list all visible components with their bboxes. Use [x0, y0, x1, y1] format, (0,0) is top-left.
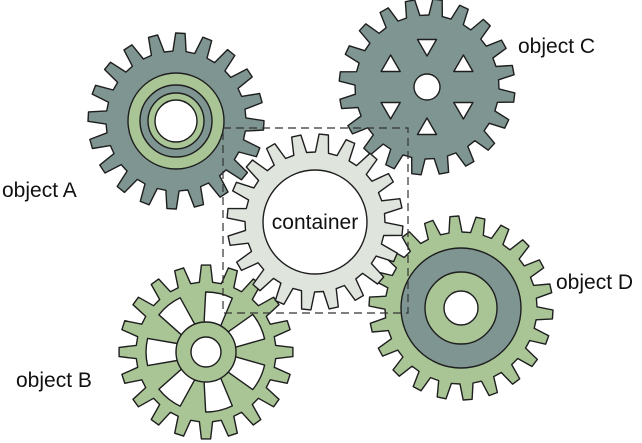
gear-d-hole	[443, 290, 479, 326]
gear-c-holes	[380, 38, 474, 136]
gear-b-window	[227, 313, 266, 348]
gear-a-hole	[154, 99, 198, 143]
gear-b-window	[203, 377, 233, 413]
gear-c-hole	[416, 38, 438, 57]
gear-object-d-icon	[368, 215, 554, 401]
gear-b-window	[158, 297, 196, 336]
gear-b-window	[227, 356, 266, 391]
container-gear-hole	[262, 169, 368, 275]
gear-b-window	[145, 337, 178, 367]
gear-c-hole	[453, 54, 474, 73]
container-dashed-box	[222, 127, 409, 314]
gear-b-window	[158, 368, 196, 407]
gear-object-c-icon	[338, 0, 516, 176]
gear-object-b-icon	[118, 264, 294, 440]
container-gear-icon: container	[226, 133, 404, 311]
gear-b-window	[203, 291, 233, 327]
gear-c-hole	[416, 117, 438, 136]
gear-b-hole	[190, 336, 222, 368]
label-object-c: object C	[518, 35, 595, 58]
gear-c-hole	[380, 101, 401, 120]
label-object-a: object A	[2, 179, 77, 202]
gear-c-center-hole	[413, 73, 441, 101]
container-label: container	[272, 211, 358, 234]
label-object-b: object B	[16, 369, 92, 392]
gear-object-a-icon	[87, 32, 265, 210]
label-object-d: object D	[556, 271, 633, 294]
gear-c-hole	[453, 101, 474, 120]
gear-b-windows	[145, 291, 266, 413]
gear-c-hole	[380, 54, 401, 73]
